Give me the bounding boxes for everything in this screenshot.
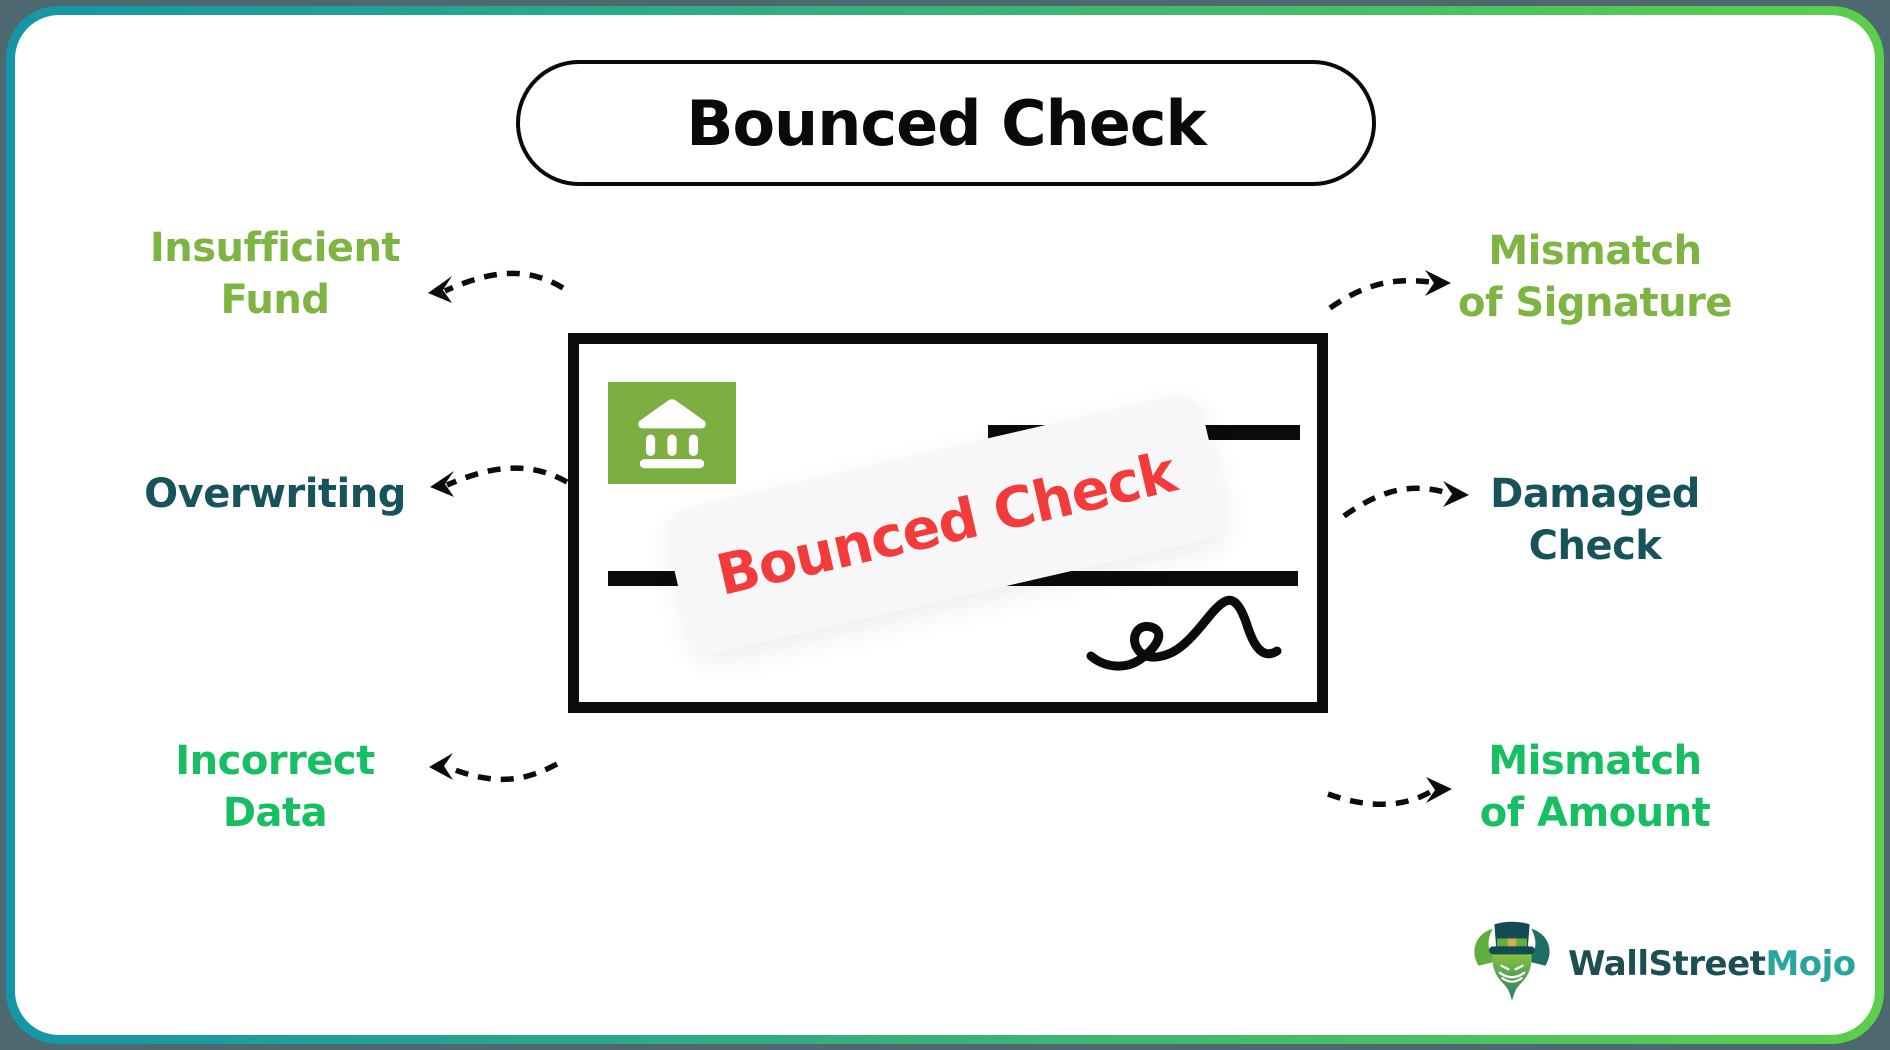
cause-insufficient-fund: Insufficient Fund (149, 225, 401, 323)
cause-incorrect-data: Incorrect Data (175, 738, 375, 836)
arrow-to-insufficient-fund (428, 270, 565, 303)
brand-primary: WallStreet (1568, 944, 1766, 984)
cause-damaged-check: Damaged Check (1490, 471, 1700, 569)
brand-secondary: Mojo (1765, 944, 1856, 984)
arrow-to-mismatch-of-signature (1328, 270, 1451, 311)
cause-mismatch-of-amount: Mismatch of Amount (1479, 738, 1711, 836)
arrow-to-overwriting (430, 465, 569, 497)
bank-building-icon (608, 382, 736, 484)
arrow-to-mismatch-of-amount (1327, 777, 1452, 808)
brand-wordmark: WallStreetMojo (1568, 944, 1856, 984)
wallstreetmojo-logo: WallStreetMojo (1468, 918, 1856, 1010)
check-illustration: Bounced Check (568, 333, 1328, 713)
page-title: Bounced Check (686, 86, 1207, 160)
title-pill: Bounced Check (516, 60, 1376, 186)
cause-overwriting: Overwriting (144, 471, 406, 517)
arrow-to-incorrect-data (429, 753, 559, 783)
signature-scribble (1086, 595, 1282, 671)
arrow-to-damaged-check (1342, 481, 1469, 519)
bull-mascot-icon (1474, 921, 1550, 1001)
cause-mismatch-of-signature: Mismatch of Signature (1458, 228, 1732, 326)
